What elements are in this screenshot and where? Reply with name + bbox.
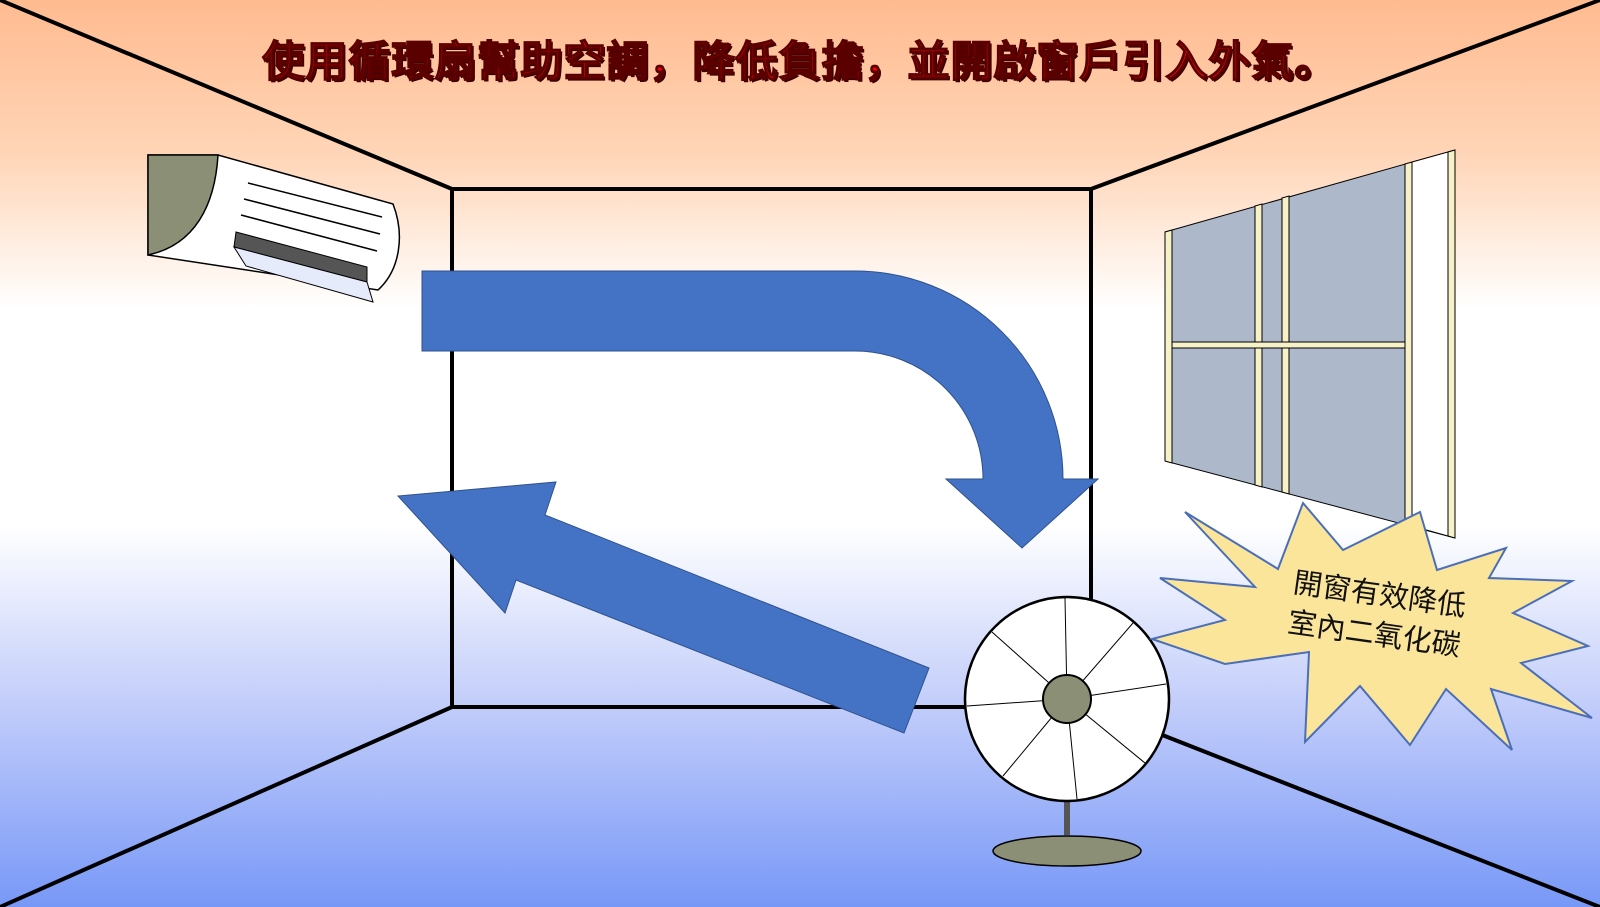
page-title: 使用循環扇幫助空調，降低負擔，並開啟窗戶引入外氣。 — [262, 36, 1338, 87]
floor-edge-right — [1090, 705, 1600, 907]
airflow-arrow-bottom — [396, 481, 930, 734]
starburst-icon — [1148, 501, 1593, 751]
floor-edge-left — [0, 705, 453, 907]
airflow-arrow-icon — [396, 270, 1100, 734]
back-wall — [450, 187, 1093, 709]
circulation-fan-icon — [963, 595, 1171, 867]
ceiling-edge-left — [0, 0, 453, 191]
airflow-arrow-top — [421, 270, 1100, 549]
air-conditioner-icon — [147, 154, 400, 303]
ceiling-edge-right — [1090, 0, 1600, 191]
window-icon — [1164, 149, 1456, 539]
